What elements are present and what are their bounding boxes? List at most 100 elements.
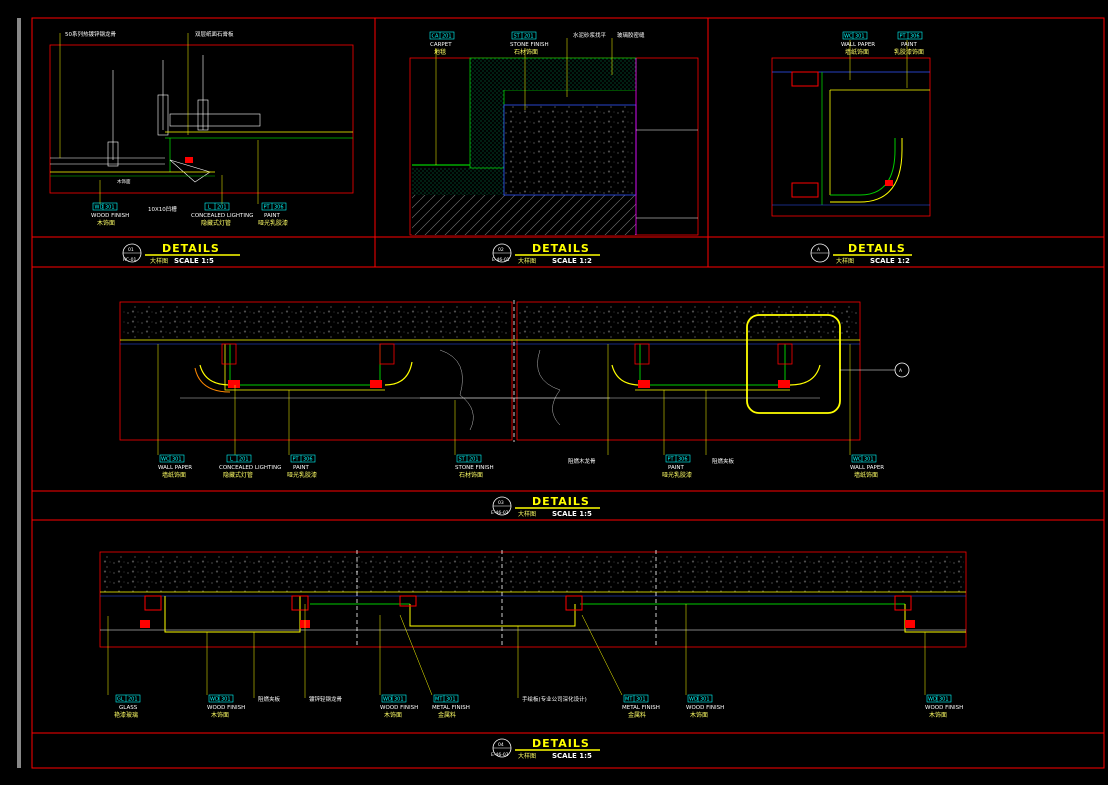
drawing-label: MT bbox=[435, 697, 443, 703]
drawing-label: 木饰面 bbox=[690, 711, 708, 719]
drawing-label: 306 bbox=[678, 457, 688, 463]
detail-a-title-block: A DETAILS 大样图 SCALE 1:2 bbox=[810, 242, 912, 265]
detail-03-title-block: 03 E-46-02 DETAILS 大样图 SCALE 1:5 bbox=[491, 495, 600, 518]
drawing-label: DETAILS bbox=[532, 737, 590, 750]
drawing-label: PAINT bbox=[264, 213, 280, 219]
drawing-label: 301 bbox=[636, 697, 646, 703]
drawing-label: STONE FINISH bbox=[510, 42, 549, 48]
d3-label-wood-keel: 阻燃木龙骨 bbox=[568, 457, 596, 465]
d4-label-hand-painted-board: 手绘板(专业公司深化设计) bbox=[522, 695, 587, 703]
drawing-label: 201 bbox=[524, 34, 534, 40]
d1-label-steel-keel: 50系列热镀锌钢龙骨 bbox=[65, 30, 116, 38]
drawing-label: PAINT bbox=[293, 465, 309, 471]
drawing-label: WD bbox=[383, 697, 392, 703]
drawing-label: 哑光乳胶漆 bbox=[258, 219, 288, 227]
drawing-label: 隐藏式灯管 bbox=[223, 471, 253, 479]
drawing-label: PT bbox=[293, 457, 300, 463]
detail-04-title-block: 04 E-46-03 DETAILS 大样图 SCALE 1:5 bbox=[491, 737, 600, 760]
drawing-label: 乳胶漆饰面 bbox=[894, 48, 924, 56]
drawing-label: 大样图 bbox=[836, 257, 854, 265]
drawing-label: L bbox=[208, 205, 211, 211]
drawing-label: 大样图 bbox=[518, 257, 536, 265]
d3-label-plywood: 阻燃夹板 bbox=[712, 457, 735, 465]
drawing-label: E-46-03 bbox=[491, 752, 509, 758]
drawing-label: RC-01 bbox=[123, 257, 137, 263]
drawing-label: CONCEALED LIGHTING bbox=[219, 465, 281, 471]
detail-04-annotations: 阻燃夹板 镀锌轻钢龙骨 手绘板(专业公司深化设计) GL 201 GLASS 艳… bbox=[107, 604, 963, 719]
drawing-label: 201 bbox=[239, 457, 249, 463]
d2-label-glass-sealant: 玻璃胶密缝 bbox=[617, 31, 645, 39]
drawing-label: METAL FINISH bbox=[432, 705, 470, 711]
drawing-label: WOOD FINISH bbox=[207, 705, 245, 711]
drawing-label: 301 bbox=[394, 697, 404, 703]
drawing-label: 301 bbox=[864, 457, 874, 463]
drawing-label: STONE FINISH bbox=[455, 465, 494, 471]
drawing-label: GLASS bbox=[119, 705, 138, 711]
drawing-label: 墙纸饰面 bbox=[845, 48, 869, 56]
detail-03-section-callout: A bbox=[840, 362, 910, 378]
drawing-label: 02 bbox=[498, 247, 504, 253]
detail-02-annotations: 水泥砂浆找平 玻璃胶密缝 CA 201 CARPET 地毯 ST 201 STO… bbox=[429, 31, 645, 165]
drawing-label: DETAILS bbox=[162, 242, 220, 255]
drawing-label: SCALE 1:2 bbox=[870, 257, 910, 265]
drawing-label: WOOD FINISH bbox=[925, 705, 963, 711]
drawing-label: 03 bbox=[498, 500, 504, 506]
drawing-label: DETAILS bbox=[532, 495, 590, 508]
drawing-label: 301 bbox=[172, 457, 182, 463]
drawing-label: SCALE 1:5 bbox=[552, 752, 592, 760]
drawing-label: L bbox=[230, 457, 233, 463]
drawing-label: 301 bbox=[855, 34, 865, 40]
drawing-label: METAL FINISH bbox=[622, 705, 660, 711]
drawing-label: 301 bbox=[939, 697, 949, 703]
drawing-label: 大样图 bbox=[518, 510, 536, 518]
detail-03-drawing bbox=[119, 300, 861, 442]
d1-label-groove: 10X10凹槽 bbox=[148, 205, 177, 213]
detail-03-annotations: 阻燃木龙骨 阻燃夹板 WC 301 WALL PAPER 墙纸饰面 L 201 … bbox=[157, 344, 884, 479]
drawing-label: 石材饰面 bbox=[514, 48, 538, 56]
drawing-label: ST bbox=[459, 457, 466, 463]
drawing-label: 301 bbox=[105, 205, 115, 211]
drawing-label: 金属料 bbox=[438, 711, 456, 719]
drawing-label: ST bbox=[514, 34, 521, 40]
drawing-label: 木饰面 bbox=[211, 711, 229, 719]
drawing-label: WOOD FINISH bbox=[91, 213, 129, 219]
detail-01-drawing bbox=[49, 44, 354, 194]
detail-04-drawing bbox=[99, 550, 967, 648]
drawing-label: MT bbox=[625, 697, 633, 703]
drawing-label: 大样图 bbox=[518, 752, 536, 760]
drawing-label: PT bbox=[900, 34, 907, 40]
drawing-label: CA bbox=[432, 34, 439, 40]
drawing-label: 301 bbox=[221, 697, 231, 703]
svg-text:木饰面: 木饰面 bbox=[117, 178, 131, 185]
drawing-label: 大样图 bbox=[150, 257, 168, 265]
drawing-label: DETAILS bbox=[848, 242, 906, 255]
drawing-label: 木饰面 bbox=[97, 219, 115, 227]
drawing-label: 301 bbox=[700, 697, 710, 703]
drawing-label: 201 bbox=[442, 34, 452, 40]
drawing-label: CONCEALED LIGHTING bbox=[191, 213, 253, 219]
drawing-label: 隐藏式灯管 bbox=[201, 219, 231, 227]
drawing-label: 墙纸饰面 bbox=[854, 471, 878, 479]
drawing-label: 04 bbox=[498, 742, 504, 748]
d1-label-gypsum-board: 双层纸面石膏板 bbox=[195, 30, 234, 38]
d2-label-cement-mortar: 水泥砂浆找平 bbox=[573, 31, 607, 39]
drawing-label: 木饰面 bbox=[384, 711, 402, 719]
drawing-label: WALL PAPER bbox=[850, 465, 884, 471]
drawing-label: 306 bbox=[303, 457, 313, 463]
drawing-label: 艳漆玻璃 bbox=[114, 711, 138, 719]
drawing-label: 木饰面 bbox=[929, 711, 947, 719]
sheet-left-rail bbox=[17, 18, 21, 768]
drawing-label: 201 bbox=[128, 697, 138, 703]
d4-label-plywood: 阻燃夹板 bbox=[258, 695, 281, 703]
drawing-label: 石材饰面 bbox=[459, 471, 483, 479]
sheet-frame bbox=[31, 17, 1105, 769]
drawing-label: 地毯 bbox=[434, 48, 446, 56]
drawing-label: 201 bbox=[217, 205, 227, 211]
drawing-label: PT bbox=[668, 457, 675, 463]
drawing-label: A bbox=[899, 368, 903, 374]
drawing-label: 金属料 bbox=[628, 711, 646, 719]
drawing-label: WALL PAPER bbox=[158, 465, 192, 471]
drawing-label: CARPET bbox=[430, 42, 452, 48]
drawing-label: 201 bbox=[469, 457, 479, 463]
